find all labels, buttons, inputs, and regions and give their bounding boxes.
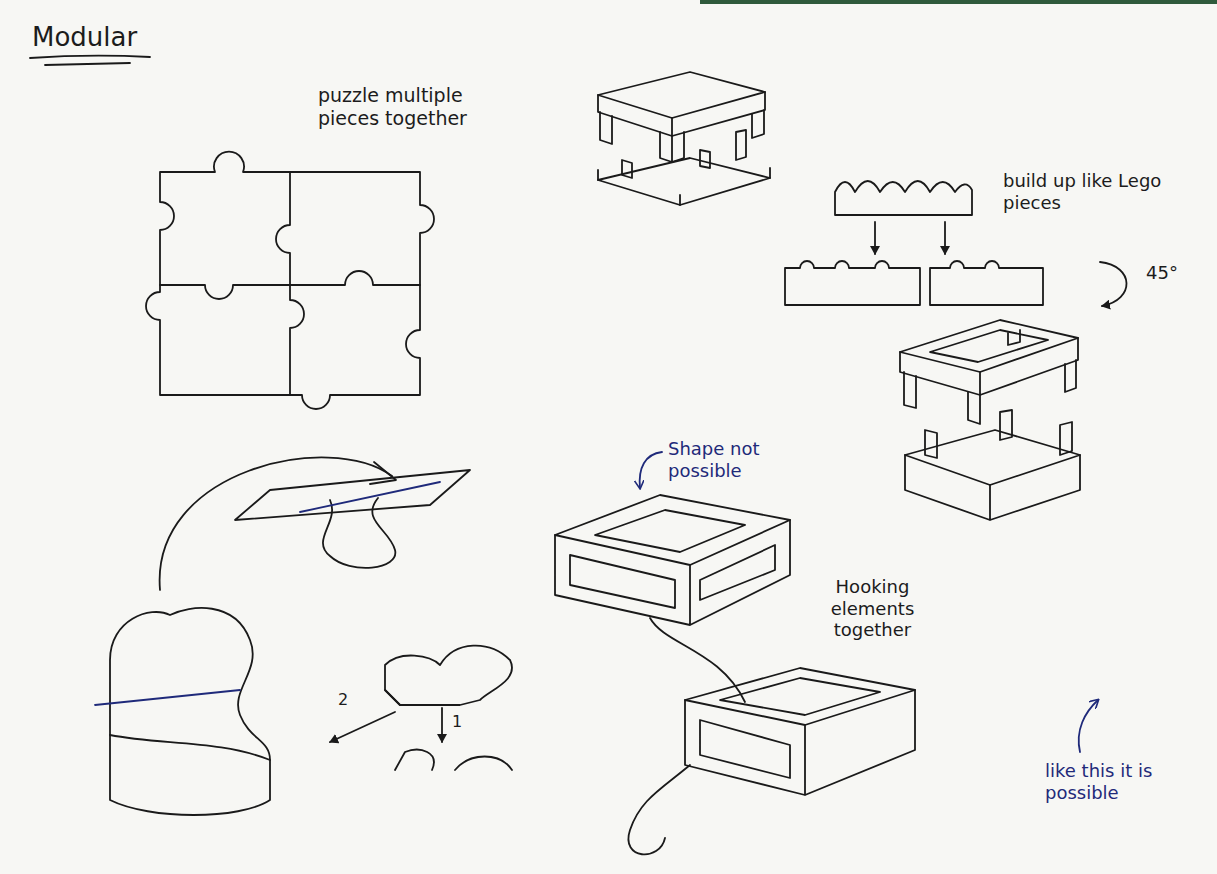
puzzle-sketch	[146, 152, 434, 409]
sketch-note: puzzle multiple pieces together	[318, 84, 523, 130]
sketch-note: build up like Lego pieces	[1003, 170, 1163, 213]
blue-edge-mark	[95, 690, 240, 705]
sketch-note: Hooking elements together	[805, 576, 940, 641]
table-module-sketch	[598, 72, 770, 205]
step-number: 2	[338, 690, 348, 709]
sketch-note: like this it is possible	[1045, 760, 1205, 803]
note-arrow	[640, 452, 662, 488]
hooking-boxes-sketch	[555, 495, 915, 854]
step-number: 1	[452, 712, 462, 731]
note-arrow	[1079, 700, 1098, 752]
page-edge-strip	[700, 0, 1217, 4]
title-underline	[30, 56, 150, 58]
title-underline	[45, 63, 130, 65]
page-title: Modular	[32, 22, 137, 53]
knob-sketch	[110, 457, 512, 815]
sketch-note: Shape not possible	[668, 438, 798, 481]
rotated-module-sketch	[900, 262, 1127, 520]
blue-edge-mark	[300, 482, 440, 512]
angle-label: 45°	[1146, 262, 1178, 284]
